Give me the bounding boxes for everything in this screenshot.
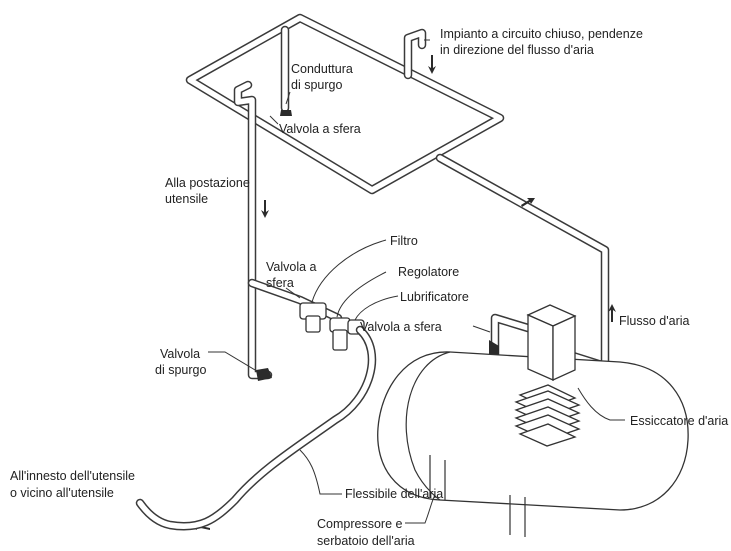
air-tank: [377, 351, 689, 537]
overhead-pipe-loop: [185, 13, 505, 195]
flow-arrow-diagonal-icon: [521, 198, 535, 207]
top-riser-pipe: [403, 28, 427, 80]
lubricator-bowl: [332, 329, 348, 351]
tool-connection-label-line1: All'innesto dell'utensile: [10, 469, 135, 483]
air-dryer-front: [527, 314, 554, 381]
air-dryer-side: [552, 314, 576, 382]
compressor-label-line1: Compressore e: [317, 517, 402, 531]
air-hose: [135, 325, 377, 531]
ball-valve-tank-label: Valvola a sfera: [360, 320, 442, 334]
drain-pipe-top: [280, 25, 292, 116]
to-tool-station-label-line1: Alla postazione: [165, 176, 250, 190]
return-pipe-to-dryer: [435, 153, 610, 371]
main-drop-pipe: [233, 80, 273, 381]
filter-bowl: [305, 315, 321, 333]
regulator-label: Regolatore: [398, 265, 459, 279]
drain-valve-icon: [256, 368, 272, 381]
tank-end-cap: [405, 351, 451, 501]
filter-label: Filtro: [390, 234, 418, 248]
ball-valve-top-label: Valvola a sfera: [279, 122, 361, 136]
closed-loop-label-line2: in direzione del flusso d'aria: [440, 43, 594, 57]
ball-valve-mid-label-line2: sfera: [266, 276, 294, 290]
drain-pipe-label-line2: di spurgo: [291, 78, 342, 92]
frl-unit: [299, 302, 365, 351]
drain-valve-label-line2: di spurgo: [155, 363, 206, 377]
tool-connection-label-line2: o vicino all'utensile: [10, 486, 114, 500]
lubricator-label: Lubrificatore: [400, 290, 469, 304]
drain-pipe-label-line1: Conduttura: [291, 62, 353, 76]
drain-pipe-top-cap-icon: [280, 110, 292, 116]
leader-lines: [208, 39, 625, 524]
flow-arrow-top-icon: [428, 55, 436, 74]
ball-valve-mid-label-line1: Valvola a: [266, 260, 317, 274]
compressor-label-line2: serbatoio dell'aria: [317, 534, 415, 548]
air-dryer-label: Essiccatore d'aria: [630, 414, 728, 428]
flow-arrow-up-icon: [608, 304, 616, 322]
closed-loop-label-line1: Impianto a circuito chiuso, pendenze: [440, 27, 643, 41]
air-flow-label: Flusso d'aria: [619, 314, 690, 328]
flow-arrow-down-icon: [261, 200, 269, 218]
to-tool-station-label-line2: utensile: [165, 192, 208, 206]
air-hose-label: Flessibile dell'aria: [345, 487, 443, 501]
air-dryer: [526, 304, 577, 382]
compressor: [514, 384, 581, 447]
drain-valve-label-line1: Valvola: [160, 347, 200, 361]
